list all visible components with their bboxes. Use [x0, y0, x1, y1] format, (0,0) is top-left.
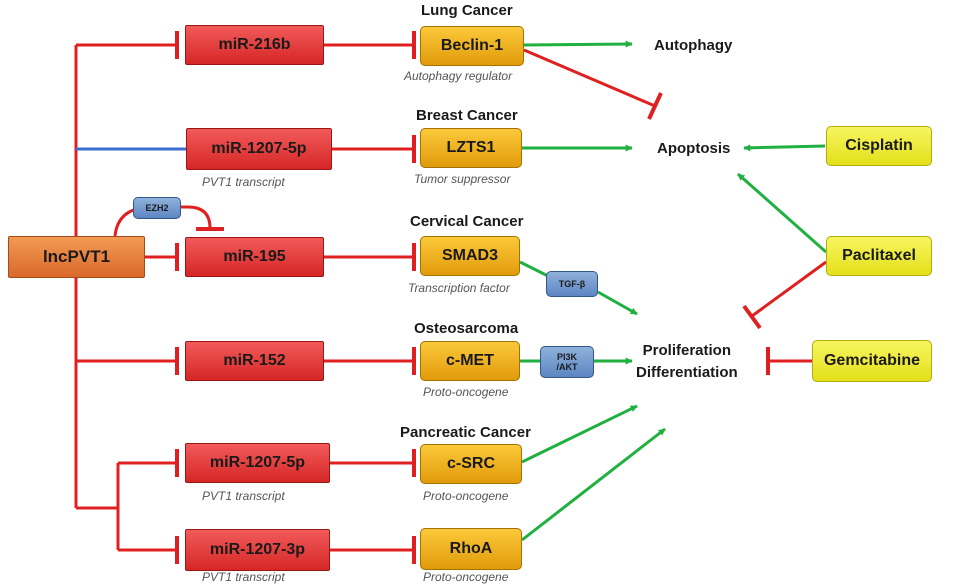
gemcitabine-node: Gemcitabine	[812, 340, 932, 382]
tbar-t1-apoptosis	[647, 92, 663, 120]
lung-cancer-title: Lung Cancer	[421, 2, 513, 19]
cisplatin-node: Cisplatin	[826, 126, 932, 166]
pi3k-label: PI3K	[556, 352, 577, 362]
mir-1207-3p-note: PVT1 transcript	[202, 570, 285, 584]
edge-cisplatin-to-apoptosis	[743, 144, 826, 152]
beclin-1-node: Beclin-1	[420, 26, 524, 66]
lzts1-node: LZTS1	[420, 128, 522, 168]
edge-t1-to-apoptosis	[523, 48, 656, 108]
edge-t1-to-autophagy	[523, 40, 633, 48]
tbar-paclitaxel-proliferation	[742, 304, 762, 330]
mir-1207-5p-node-breast: miR-1207-5p	[186, 128, 332, 170]
tgf-beta-node: TGF-β	[546, 271, 598, 297]
c-met-node: c-MET	[420, 341, 520, 381]
proliferation-label: Proliferation	[642, 342, 732, 359]
pi3k-akt-node: PI3K /AKT	[540, 346, 594, 378]
rhoa-node: RhoA	[420, 528, 522, 570]
mir-152-node: miR-152	[185, 341, 324, 381]
breast-cancer-title: Breast Cancer	[416, 107, 518, 124]
mir-1207-5p-node-pancreatic: miR-1207-5p	[185, 443, 330, 483]
osteosarcoma-title: Osteosarcoma	[414, 320, 519, 337]
edge-paclitaxel-to-proliferation	[751, 260, 827, 318]
mir-195-node: miR-195	[185, 237, 324, 277]
ezh2-node: EZH2	[133, 197, 181, 219]
apoptosis-outcome: Apoptosis	[657, 140, 731, 157]
edge-t5-to-proliferation	[521, 404, 638, 464]
autophagy-outcome: Autophagy	[654, 37, 733, 54]
mir-1207-3p-node: miR-1207-3p	[185, 529, 330, 571]
lncpvt1-node: lncPVT1	[8, 236, 145, 278]
pancreatic-cancer-title: Pancreatic Cancer	[400, 424, 531, 441]
c-src-note: Proto-oncogene	[423, 489, 509, 503]
differentiation-label: Differentiation	[636, 364, 738, 381]
edge-t6-to-proliferation	[521, 427, 666, 542]
lzts1-note: Tumor suppressor	[414, 172, 511, 186]
proliferation-outcome: Proliferation Differentiation	[636, 340, 738, 384]
c-met-note: Proto-oncogene	[423, 385, 509, 399]
rhoa-note: Proto-oncogene	[423, 570, 509, 584]
edge-paclitaxel-to-apoptosis	[737, 172, 827, 254]
cervical-cancer-title: Cervical Cancer	[410, 213, 524, 230]
smad3-node: SMAD3	[420, 236, 520, 276]
mir-216b-node: miR-216b	[185, 25, 324, 65]
edge-tgfb-to-proliferation	[597, 290, 638, 316]
paclitaxel-node: Paclitaxel	[826, 236, 932, 276]
akt-label: /AKT	[556, 362, 578, 372]
mir-1207-5p-note-breast: PVT1 transcript	[202, 175, 285, 189]
c-src-node: c-SRC	[420, 444, 522, 484]
mir-1207-5p-note-pancreatic: PVT1 transcript	[202, 489, 285, 503]
beclin-1-note: Autophagy regulator	[404, 69, 513, 83]
smad3-note: Transcription factor	[408, 281, 510, 295]
